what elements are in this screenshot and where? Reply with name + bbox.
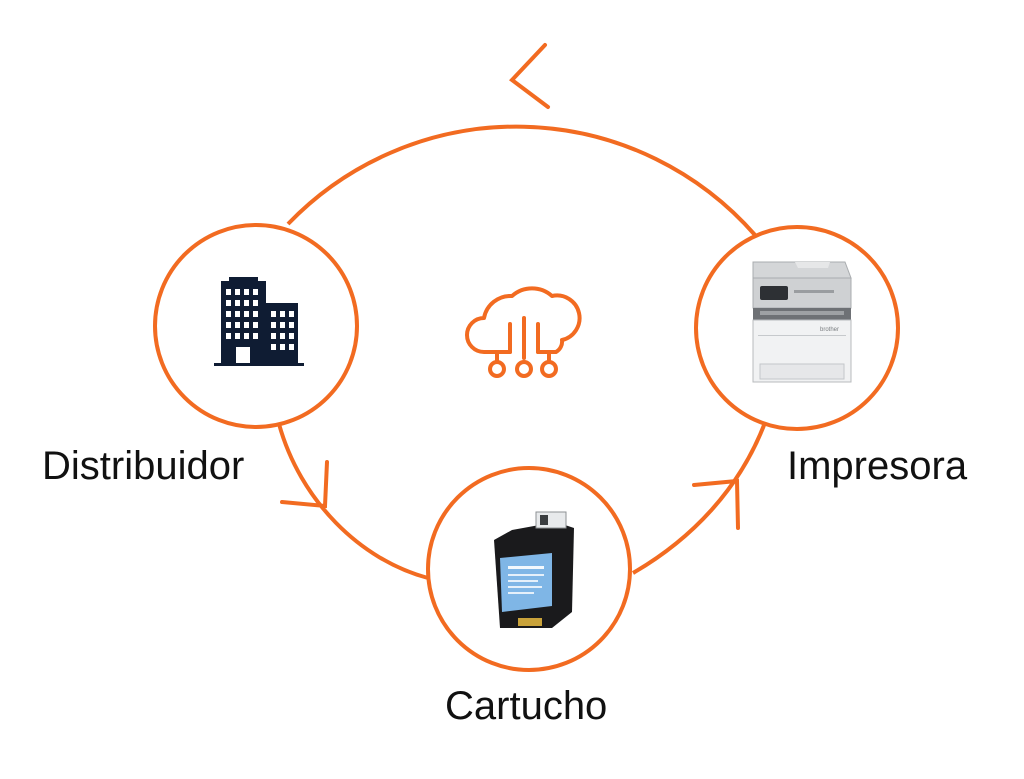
cycle-ring xyxy=(277,124,768,580)
node-impresora: brother xyxy=(694,225,900,431)
node-distribuidor xyxy=(153,223,359,429)
printer-icon: brother xyxy=(752,261,852,383)
node-cartucho xyxy=(426,466,632,672)
ink-cartridge-icon xyxy=(494,511,574,628)
arrow-top-left-icon xyxy=(509,43,550,109)
arrow-lower-right-icon xyxy=(692,478,740,530)
label-impresora: Impresora xyxy=(787,444,968,488)
label-cartucho: Cartucho xyxy=(445,684,608,728)
label-distribuidor: Distribuidor xyxy=(42,444,245,488)
printer-brand-mark: brother xyxy=(820,327,839,333)
arrow-lower-left-icon xyxy=(280,460,329,509)
cycle-arrows xyxy=(280,43,740,530)
ring-arc-left xyxy=(277,423,429,580)
cloud-network-icon xyxy=(465,286,582,378)
building-icon xyxy=(214,277,304,366)
ring-arc-right xyxy=(631,419,768,575)
ring-arc-top xyxy=(286,124,757,237)
